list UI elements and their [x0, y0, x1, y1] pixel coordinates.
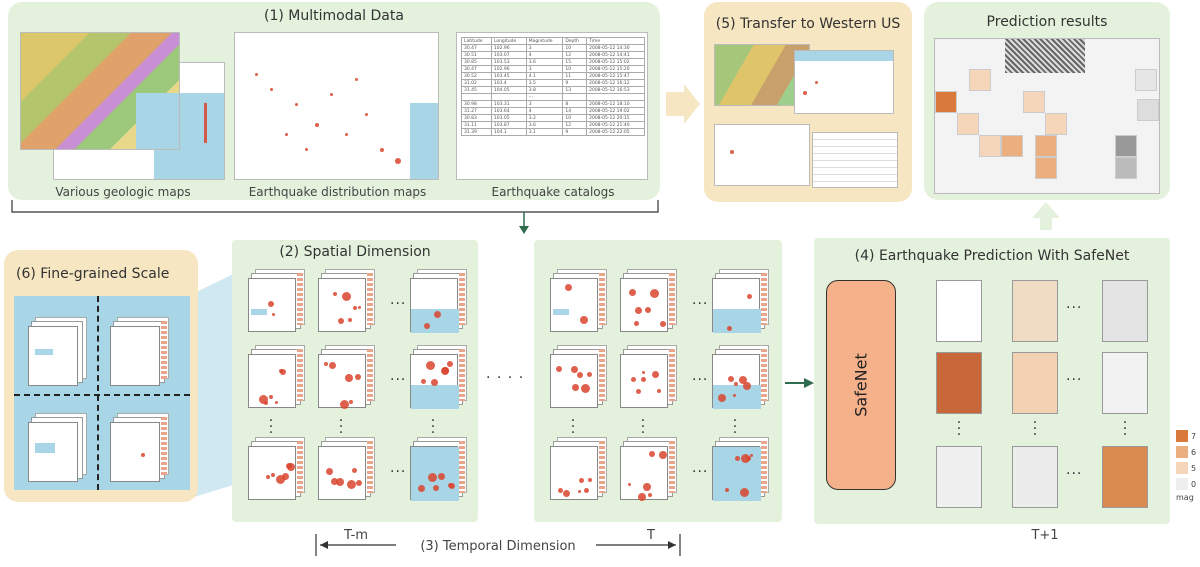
- prediction-tile: [936, 352, 982, 414]
- prediction-tile: [1102, 352, 1148, 414]
- panel-title: (6) Fine-grained Scale: [16, 266, 170, 282]
- safenet-label: SafeNet: [851, 353, 871, 417]
- grid-ellipsis: ···: [692, 296, 709, 312]
- legend-label: 6: [1191, 448, 1197, 457]
- grid-ellipsis: ···: [640, 413, 646, 441]
- us-catalog-map: [714, 124, 810, 186]
- prediction-tile: [1102, 280, 1148, 342]
- spatial-tile: [712, 349, 767, 409]
- earthquake-distribution-map: [234, 32, 439, 180]
- fine-grained-map: [14, 296, 190, 490]
- spatial-tile: [712, 441, 767, 501]
- spatial-tile: [248, 273, 303, 332]
- transfer-panel: (5) Transfer to Western US: [704, 2, 912, 202]
- temporal-ellipsis: · · · ·: [486, 370, 525, 386]
- catalog-cell: 104.1: [490, 128, 527, 136]
- caption-distribution-maps: Earthquake distribution maps: [248, 185, 427, 199]
- catalog-cell: 2008-05-12 22:05: [586, 128, 645, 136]
- us-distribution-map: [794, 50, 894, 114]
- spatial-tile: [550, 349, 605, 408]
- grid-ellipsis: ···: [570, 413, 576, 441]
- catalog-cell: 31.39: [461, 128, 492, 136]
- prediction-tile: [1102, 446, 1148, 508]
- spatial-tile: [318, 349, 373, 409]
- grid-ellipsis: ···: [390, 464, 407, 480]
- spatial-tile: [248, 349, 303, 408]
- prediction-tile: [1012, 446, 1058, 508]
- multimodal-data-panel: (1) Multimodal Data Various geologic map…: [8, 2, 660, 200]
- spatial-tile: [620, 441, 675, 501]
- catalog-cell: 3.1: [525, 128, 564, 136]
- panel-title: (1) Multimodal Data: [264, 8, 404, 24]
- spatial-tile: [550, 273, 605, 332]
- legend-swatch: [1176, 430, 1188, 442]
- spatial-tile: [318, 273, 373, 332]
- time-label-t: T: [647, 528, 655, 543]
- fine-grained-panel: (6) Fine-grained Scale: [4, 250, 198, 502]
- spatial-tile: [620, 273, 675, 332]
- grid-ellipsis: ···: [430, 413, 436, 441]
- panel-title: Prediction results: [986, 14, 1108, 30]
- time-label-t-minus-m: T-m: [343, 528, 369, 543]
- spatial-tile: [410, 441, 465, 501]
- grid-ellipsis: ···: [338, 413, 344, 441]
- grid-ellipsis: ···: [268, 413, 274, 441]
- us-catalog-table: [812, 132, 898, 188]
- prediction-tile: [936, 446, 982, 508]
- spatial-tile: [620, 349, 675, 408]
- spatial-tile: [318, 441, 373, 500]
- prediction-tile: [936, 280, 982, 342]
- geologic-map-front: [20, 32, 180, 150]
- legend-swatch: [1176, 462, 1188, 474]
- panel-title: (4) Earthquake Prediction With SafeNet: [854, 248, 1130, 264]
- grid-ellipsis: ···: [692, 464, 709, 480]
- spatial-tile: [712, 273, 767, 333]
- spatial-tile: [248, 441, 303, 500]
- panel-title: (2) Spatial Dimension: [279, 244, 431, 260]
- prediction-grid-map: [934, 38, 1160, 194]
- prediction-tile: [1012, 280, 1058, 342]
- legend-label: 5: [1191, 464, 1197, 473]
- grid-ellipsis: ···: [732, 413, 738, 441]
- prediction-tile: [1012, 352, 1058, 414]
- grid-ellipsis: ···: [390, 296, 407, 312]
- legend-swatch: [1176, 478, 1188, 490]
- spatial-tile: [410, 273, 465, 333]
- earthquake-catalog-table: Latitude Longitude Magnitude Depth Time …: [456, 32, 648, 180]
- caption-earthquake-catalogs: Earthquake catalogs: [491, 185, 615, 199]
- grid-ellipsis: ···: [692, 372, 709, 388]
- legend-swatch: [1176, 446, 1188, 458]
- spatial-tile: [410, 349, 465, 409]
- spatial-tile: [550, 441, 605, 500]
- safenet-model-block: SafeNet: [826, 280, 896, 490]
- temporal-dimension-title: (3) Temporal Dimension: [420, 539, 576, 554]
- legend-label: 0: [1191, 480, 1197, 489]
- prediction-results-panel: Prediction results: [924, 2, 1170, 200]
- caption-geologic-maps: Various geologic maps: [55, 185, 191, 199]
- legend-label: 7: [1191, 432, 1197, 441]
- time-label-t-plus-1: T+1: [1031, 528, 1059, 543]
- grid-ellipsis: ···: [390, 372, 407, 388]
- legend-unit: mag: [1176, 493, 1194, 502]
- panel-title: (5) Transfer to Western US: [715, 16, 901, 32]
